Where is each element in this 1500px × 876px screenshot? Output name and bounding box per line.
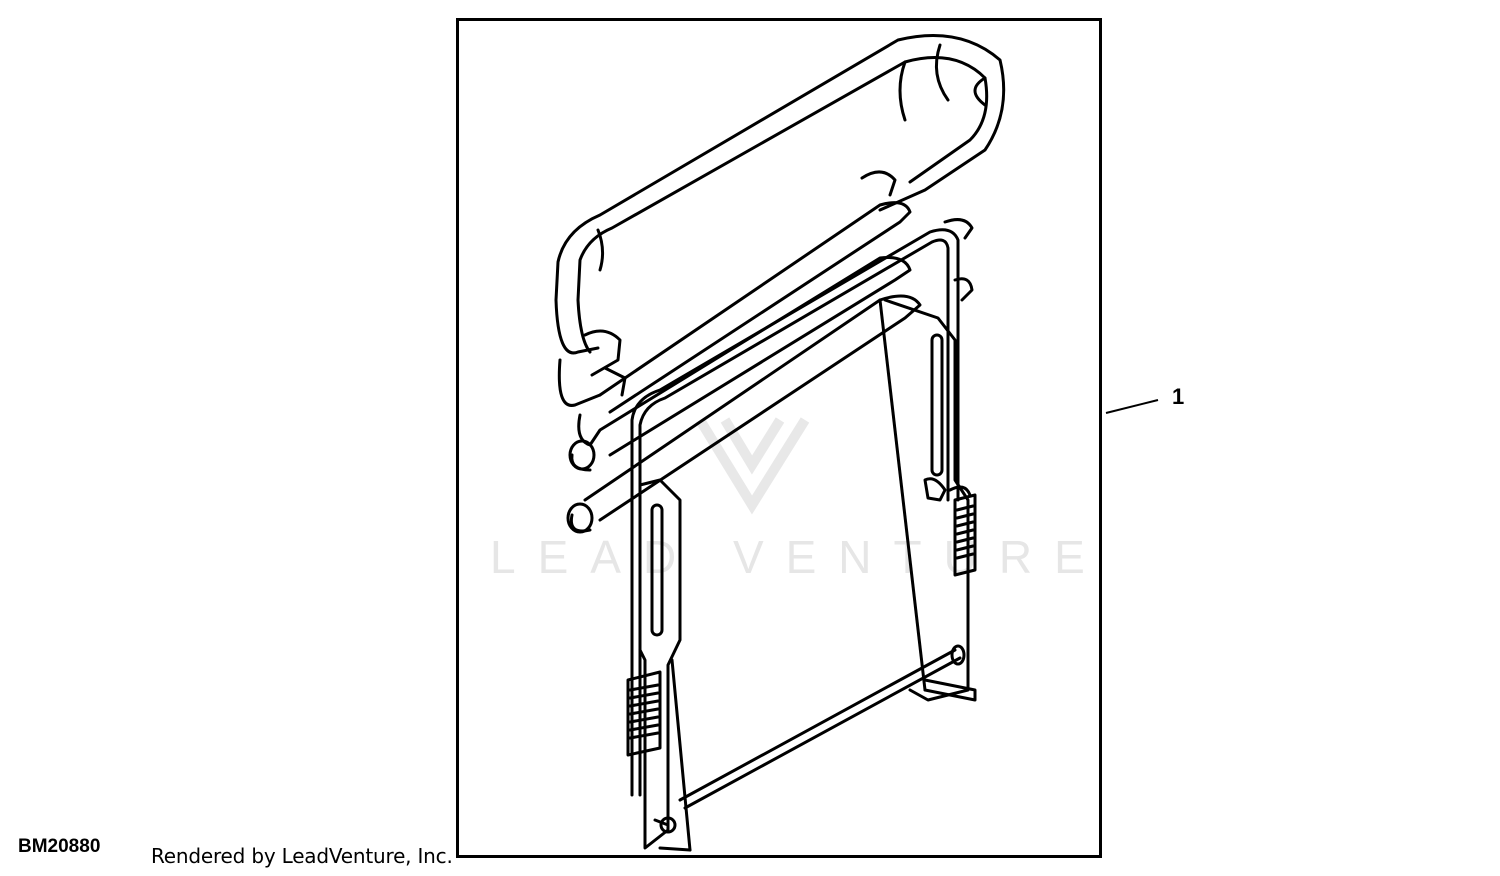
watermark-logo: LEAD VENTURE — [490, 531, 1107, 583]
watermark-v-icon — [695, 417, 810, 515]
right-spring — [953, 493, 977, 577]
middle-handle-tube — [598, 201, 912, 414]
bottom-cross-rod — [678, 648, 962, 810]
left-side-bracket — [638, 478, 682, 850]
figure-id: BM20880 — [18, 836, 101, 857]
left-spring — [626, 670, 662, 757]
callout-number: 1 — [1172, 384, 1185, 409]
upper-handle-tube — [554, 34, 1006, 355]
inner-guard-rod — [630, 228, 960, 797]
render-credit: Rendered by LeadVenture, Inc. — [151, 844, 453, 868]
diagram-frame — [456, 18, 1102, 858]
right-side-bracket — [883, 298, 970, 702]
callout-leader-line — [1105, 399, 1159, 414]
